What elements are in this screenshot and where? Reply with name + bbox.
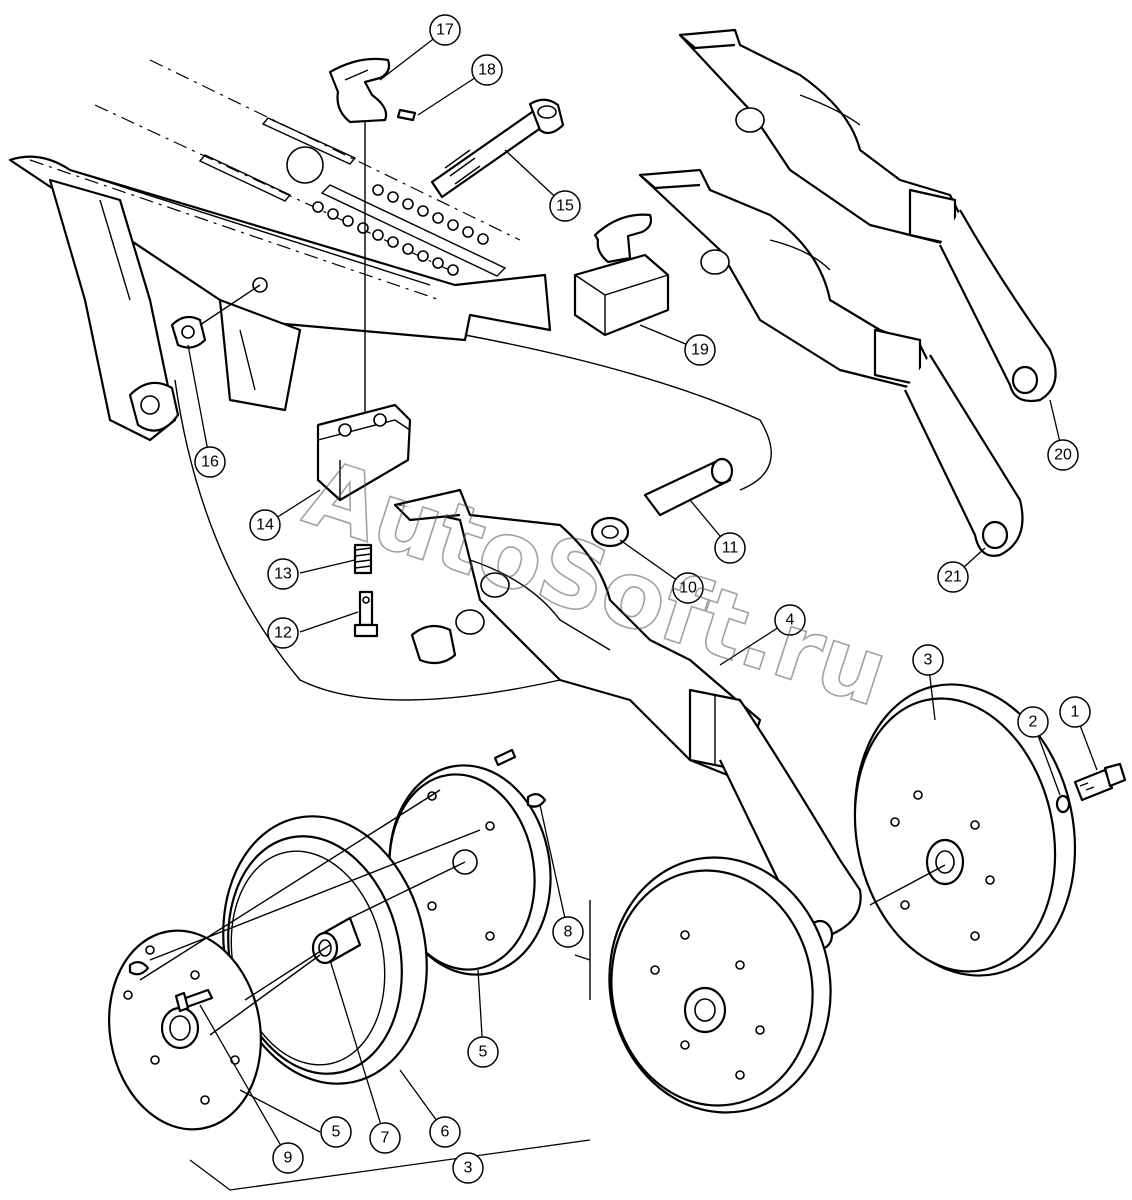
arm-middle xyxy=(638,168,1024,557)
svg-text:3: 3 xyxy=(924,652,933,669)
washer-2 xyxy=(1055,794,1071,814)
svg-text:15: 15 xyxy=(556,198,574,215)
callout-15: 15 xyxy=(549,190,581,222)
svg-text:10: 10 xyxy=(679,580,697,597)
callout-6: 6 xyxy=(429,1116,461,1148)
callout-12: 12 xyxy=(267,617,299,649)
arm-top xyxy=(678,28,1057,403)
callout-11: 11 xyxy=(714,532,746,564)
svg-text:5: 5 xyxy=(479,1044,488,1061)
disc-5-front xyxy=(108,929,262,1131)
callout-2: 2 xyxy=(1017,706,1049,738)
pin-12 xyxy=(353,590,379,638)
svg-text:6: 6 xyxy=(441,1124,450,1141)
callout-16: 16 xyxy=(194,446,226,478)
callout-4: 4 xyxy=(774,604,806,636)
svg-text:17: 17 xyxy=(436,22,454,39)
frame-bar xyxy=(8,59,772,701)
wheel-3-right xyxy=(853,683,1077,977)
bolt-9 xyxy=(174,988,214,1013)
arm-4 xyxy=(393,488,862,951)
callout-13: 13 xyxy=(267,558,299,590)
callout-5: 5 xyxy=(467,1036,499,1068)
spring-13 xyxy=(353,543,373,575)
callout-14: 14 xyxy=(249,509,281,541)
svg-text:12: 12 xyxy=(274,625,292,642)
callout-5: 5 xyxy=(320,1116,352,1148)
svg-text:5: 5 xyxy=(332,1124,341,1141)
frame-holes xyxy=(312,184,489,276)
callout-19: 19 xyxy=(684,334,716,366)
svg-text:1: 1 xyxy=(1071,704,1080,721)
callout-21: 21 xyxy=(937,561,969,593)
bolt-1 xyxy=(1073,762,1127,802)
wheel-lower xyxy=(608,856,832,1114)
callout-18: 18 xyxy=(471,54,503,86)
callout-20: 20 xyxy=(1047,439,1079,471)
callout-9: 9 xyxy=(272,1142,304,1174)
assembly-lines xyxy=(139,789,591,1036)
svg-text:21: 21 xyxy=(944,569,962,586)
svg-text:18: 18 xyxy=(478,62,496,79)
svg-text:9: 9 xyxy=(284,1150,293,1167)
nut-16 xyxy=(170,284,261,349)
bolt-15 xyxy=(430,98,565,199)
svg-text:7: 7 xyxy=(381,1130,390,1147)
svg-text:8: 8 xyxy=(564,924,573,941)
callout-3: 3 xyxy=(452,1152,484,1184)
svg-text:16: 16 xyxy=(201,454,219,471)
callout-3: 3 xyxy=(912,644,944,676)
tube-11 xyxy=(643,457,734,517)
callout-10: 10 xyxy=(672,572,704,604)
disc-5-back xyxy=(388,748,552,976)
bushing-10 xyxy=(410,516,630,665)
callout-1: 1 xyxy=(1059,696,1091,728)
svg-text:13: 13 xyxy=(274,566,292,583)
callout-7: 7 xyxy=(369,1122,401,1154)
svg-text:2: 2 xyxy=(1029,714,1038,731)
svg-text:3: 3 xyxy=(464,1160,473,1177)
svg-text:4: 4 xyxy=(786,612,795,629)
callout-17: 17 xyxy=(429,14,461,46)
svg-text:11: 11 xyxy=(722,540,739,557)
block-14 xyxy=(316,403,412,502)
svg-text:14: 14 xyxy=(256,517,274,534)
svg-text:20: 20 xyxy=(1054,447,1072,464)
svg-text:19: 19 xyxy=(691,342,709,359)
handle-17 xyxy=(328,57,417,124)
block-19 xyxy=(573,213,670,337)
callout-8: 8 xyxy=(552,916,584,948)
